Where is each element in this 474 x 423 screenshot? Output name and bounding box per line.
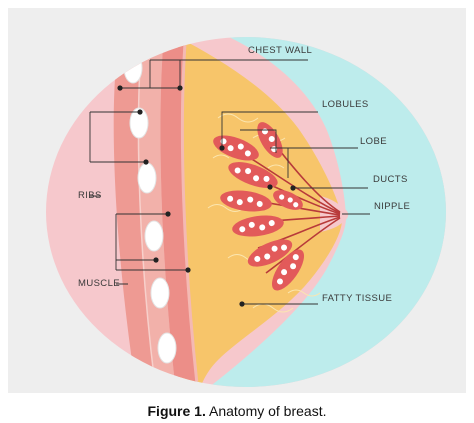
label-nipple: NIPPLE <box>374 201 411 212</box>
caption-text: Anatomy of breast. <box>205 403 327 419</box>
leader-lines <box>89 59 370 305</box>
diagram-panel: CHEST WALL LOBULES LOBE DUCTS NIPPLE RIB… <box>8 8 466 393</box>
label-ducts: DUCTS <box>373 174 408 185</box>
label-ribs: RIBS <box>78 190 102 201</box>
label-muscle: MUSCLE <box>78 278 120 289</box>
caption-prefix: Figure 1. <box>147 403 206 419</box>
lobe-clusters <box>213 122 305 291</box>
label-lobe: LOBE <box>360 136 387 147</box>
rib-ovals <box>123 52 177 364</box>
rib-band <box>113 40 156 387</box>
fatty-tissue-area <box>176 37 343 387</box>
label-chest-wall: CHEST WALL <box>248 45 313 56</box>
breast-anatomy-illustration <box>46 37 446 387</box>
label-lobules: LOBULES <box>322 99 369 110</box>
figure-caption: Figure 1. Anatomy of breast. <box>0 403 474 419</box>
leader-dots <box>117 85 296 307</box>
label-fatty-tissue: FATTY TISSUE <box>322 293 393 304</box>
